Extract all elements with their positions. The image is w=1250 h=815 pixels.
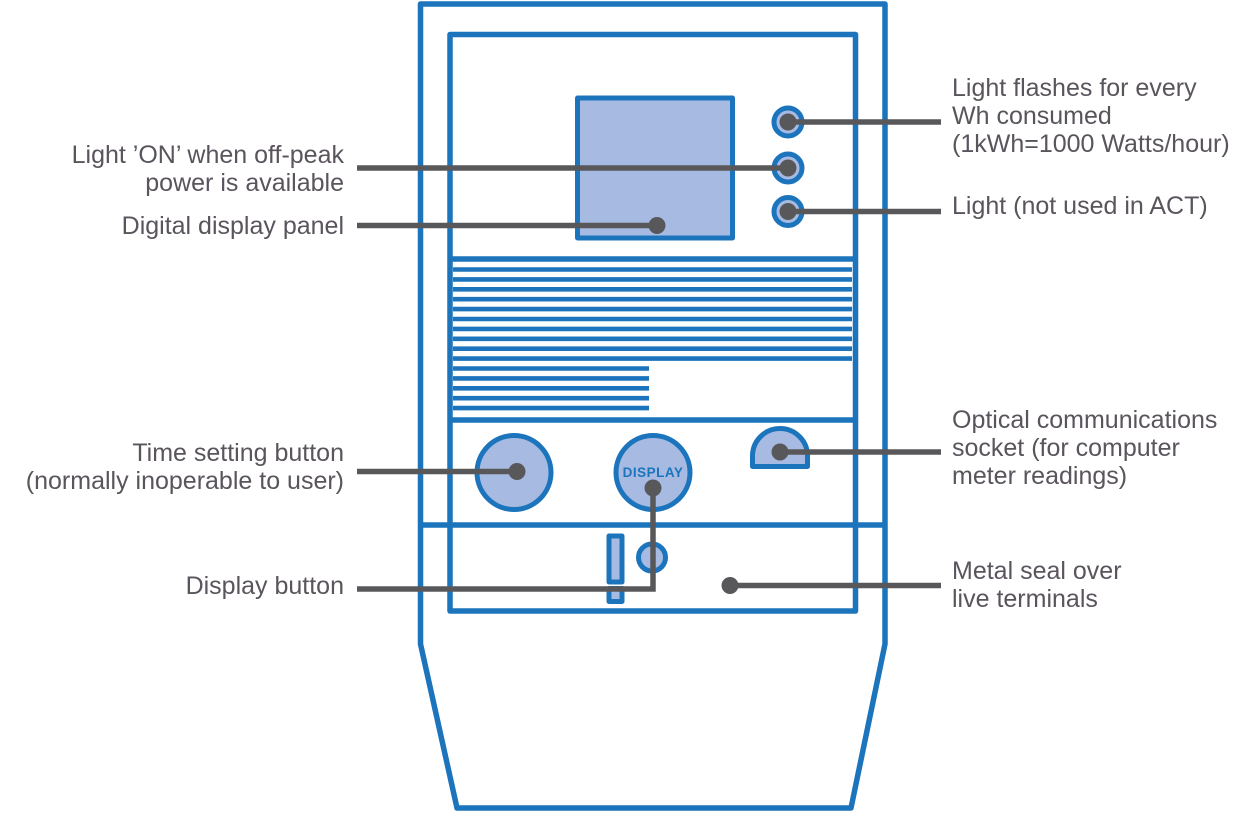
meter-nameplate-lines [453, 267, 852, 411]
leader-dot-wh-pulse-light [779, 113, 797, 131]
label-line: Digital display panel [121, 212, 344, 240]
label-act-light: Light (not used in ACT) [952, 192, 1250, 220]
leader-dot-digital-display [648, 217, 666, 234]
leader-dot-display-button [644, 479, 662, 497]
meter-inner-panel [447, 31, 859, 614]
label-line: Optical communications [952, 406, 1218, 434]
label-display-button: Display button [0, 572, 344, 600]
label-line: (normally inoperable to user) [25, 467, 344, 495]
label-line: power is available [145, 169, 344, 197]
label-wh-pulse-light: Light flashes for every Wh consumed (1kW… [952, 74, 1250, 158]
label-line: Metal seal over [952, 557, 1122, 585]
label-line: Wh consumed [952, 102, 1112, 130]
label-line: Light flashes for every [952, 74, 1197, 102]
label-optical-socket: Optical communications socket (for compu… [952, 406, 1250, 490]
label-line: live terminals [952, 585, 1098, 613]
display-button-label: DISPLAY [623, 465, 684, 480]
leader-dot-optical-socket [771, 443, 789, 461]
leader-display-button [357, 488, 656, 592]
label-line: Light ’ON’ when off-peak [71, 141, 344, 169]
label-offpeak-light: Light ’ON’ when off-peak power is availa… [0, 141, 344, 197]
label-line: (1kWh=1000 Watts/hour) [952, 130, 1230, 158]
label-line: socket (for computer [952, 434, 1180, 462]
leader-dot-time-setting [508, 463, 526, 480]
leader-dot-act-light [779, 203, 797, 220]
meter-outer-body [417, 1, 888, 811]
label-time-setting-button: Time setting button (normally inoperable… [0, 439, 344, 495]
label-metal-seal: Metal seal over live terminals [952, 557, 1250, 613]
seal-bar [606, 533, 625, 585]
label-digital-display-panel: Digital display panel [0, 212, 344, 240]
label-line: Display button [185, 572, 344, 600]
leader-dot-metal-seal [721, 577, 739, 594]
label-line: Light (not used in ACT) [952, 192, 1208, 220]
label-line: meter readings) [952, 462, 1128, 490]
leader-dot-offpeak-light [779, 159, 797, 177]
label-line: Time setting button [132, 439, 344, 467]
